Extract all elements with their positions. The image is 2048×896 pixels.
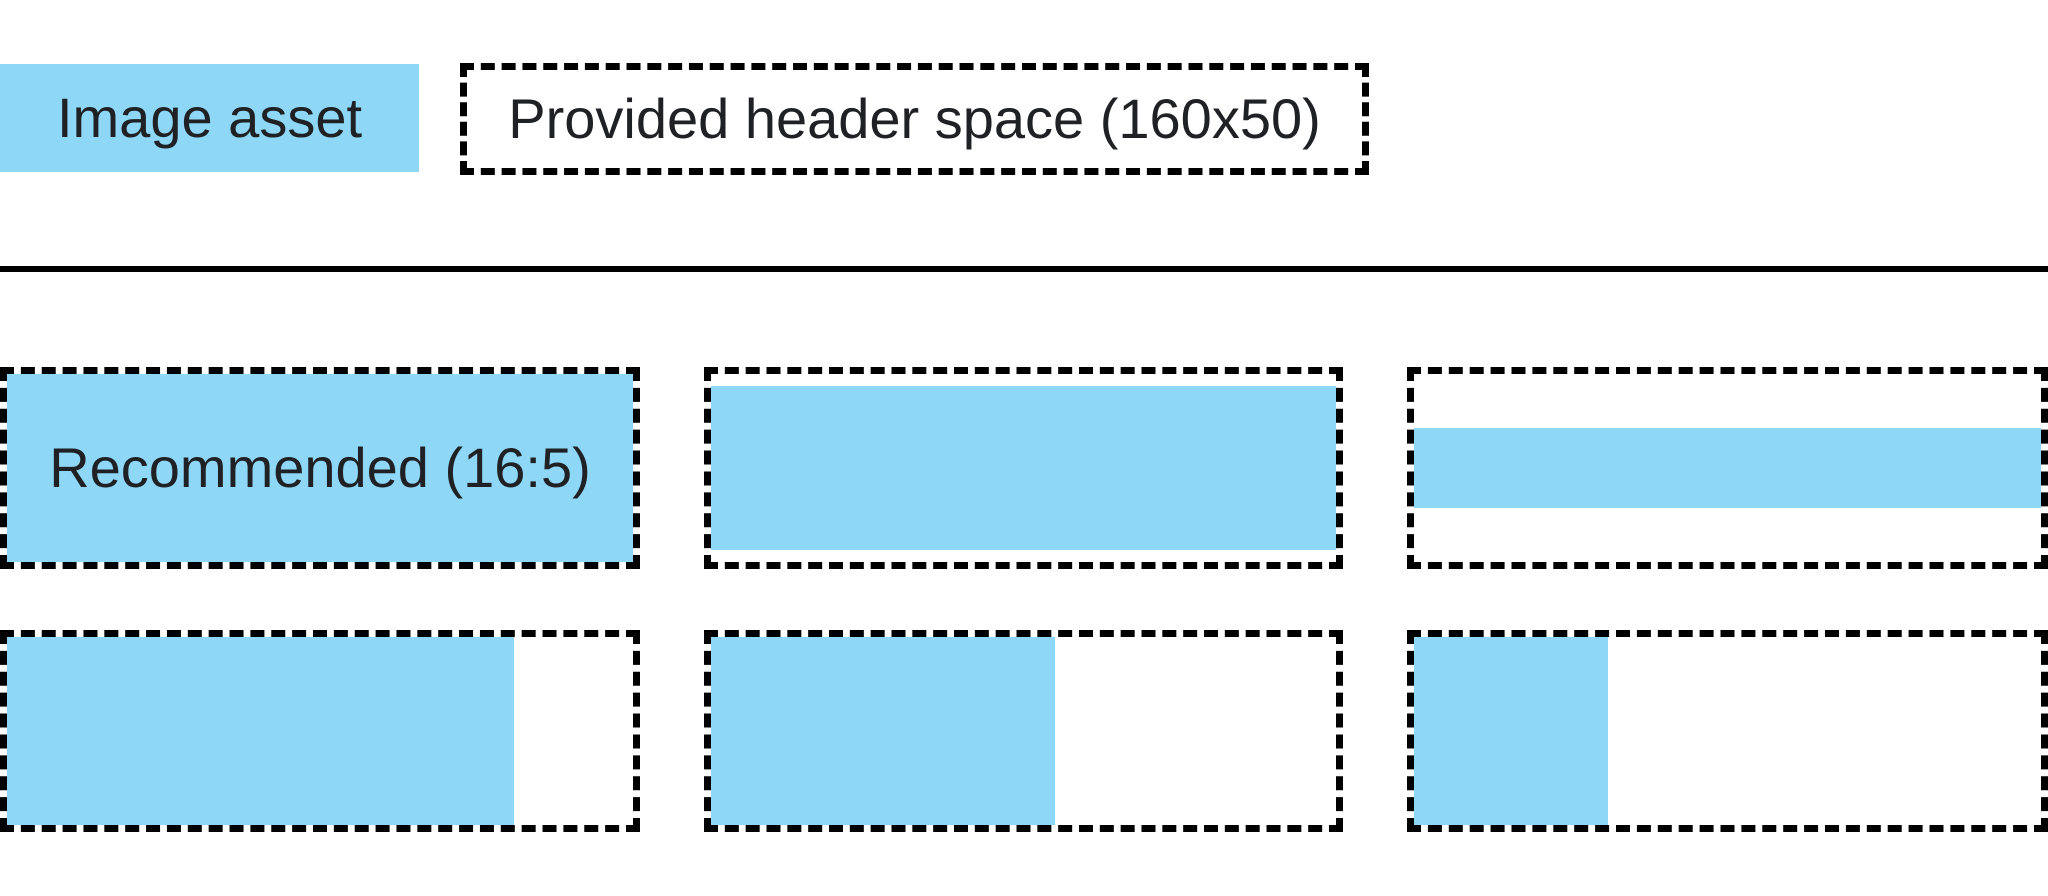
- example-cell-full-height-medium: [704, 630, 1343, 832]
- legend-header-space-box: Provided header space (160x50): [460, 63, 1369, 175]
- legend-header-space-label: Provided header space (160x50): [508, 87, 1321, 150]
- image-asset-fill: [1414, 637, 1609, 825]
- image-asset-fill: [7, 637, 515, 825]
- section-divider: [0, 266, 2048, 272]
- legend-image-asset-swatch: Image asset: [0, 64, 419, 172]
- legend-image-asset-label: Image asset: [56, 86, 363, 149]
- example-cell-full-width-thin-strip: [1407, 367, 2048, 569]
- example-cell-recommended: Recommended (16:5): [0, 367, 640, 569]
- example-cell-full-width-near-ratio: [704, 367, 1343, 569]
- image-asset-fill: [711, 637, 1055, 825]
- recommended-label: Recommended (16:5): [49, 436, 591, 499]
- example-cell-full-height-wide: [0, 630, 640, 832]
- image-asset-fill: [1414, 427, 2041, 509]
- image-asset-fill: [711, 386, 1336, 550]
- recommended-label-wrap: Recommended (16:5): [7, 374, 633, 562]
- image-asset-fill: [7, 374, 633, 562]
- example-cell-full-height-narrow: [1407, 630, 2048, 832]
